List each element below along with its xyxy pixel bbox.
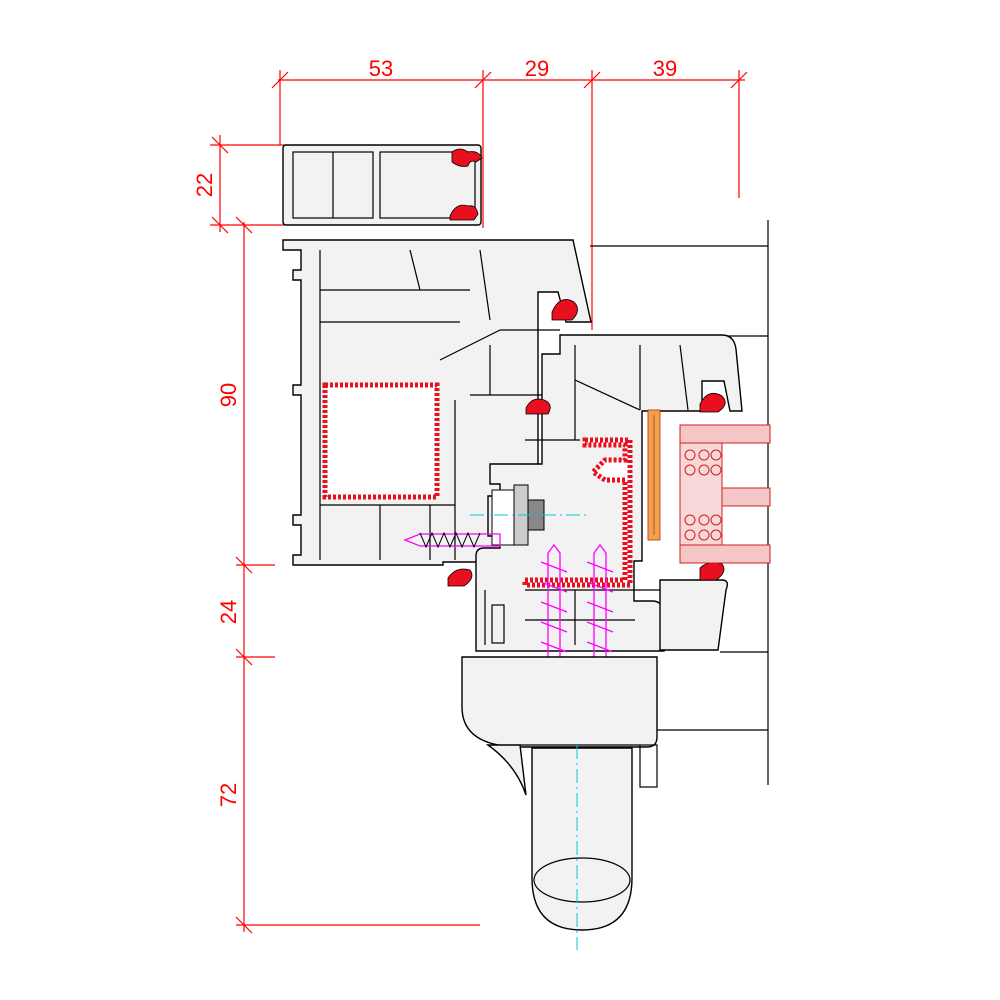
sash-steel-reinforcement (522, 437, 633, 588)
window-handle (461, 656, 658, 950)
vertical-dimensions: 22 90 24 72 (192, 135, 480, 934)
sash-gasket-inner (525, 398, 551, 415)
dimension-label-90: 90 (216, 383, 241, 407)
frame-gasket-bottom (447, 568, 473, 587)
frame-steel-reinforcement (322, 382, 440, 500)
dimension-label-22: 22 (192, 173, 217, 197)
extension-gasket-top (451, 148, 483, 167)
extension-gasket-bottom (449, 204, 479, 221)
frame-extension-profile (282, 144, 483, 226)
horizontal-dimensions: 53 29 39 (271, 56, 748, 330)
hardware-block (470, 484, 590, 546)
sash-gasket-top (699, 392, 726, 413)
frame-gasket-outer (551, 299, 578, 321)
dimension-label-39: 39 (653, 56, 677, 81)
horizontal-screw (403, 531, 501, 549)
dimension-label-24: 24 (216, 600, 241, 624)
dimension-label-29: 29 (525, 56, 549, 81)
dimension-label-72: 72 (216, 783, 241, 807)
sash-gasket-bottom (699, 562, 725, 581)
glass-unit (679, 424, 771, 564)
glazing-strip (647, 409, 661, 541)
dimension-label-53: 53 (369, 56, 393, 81)
